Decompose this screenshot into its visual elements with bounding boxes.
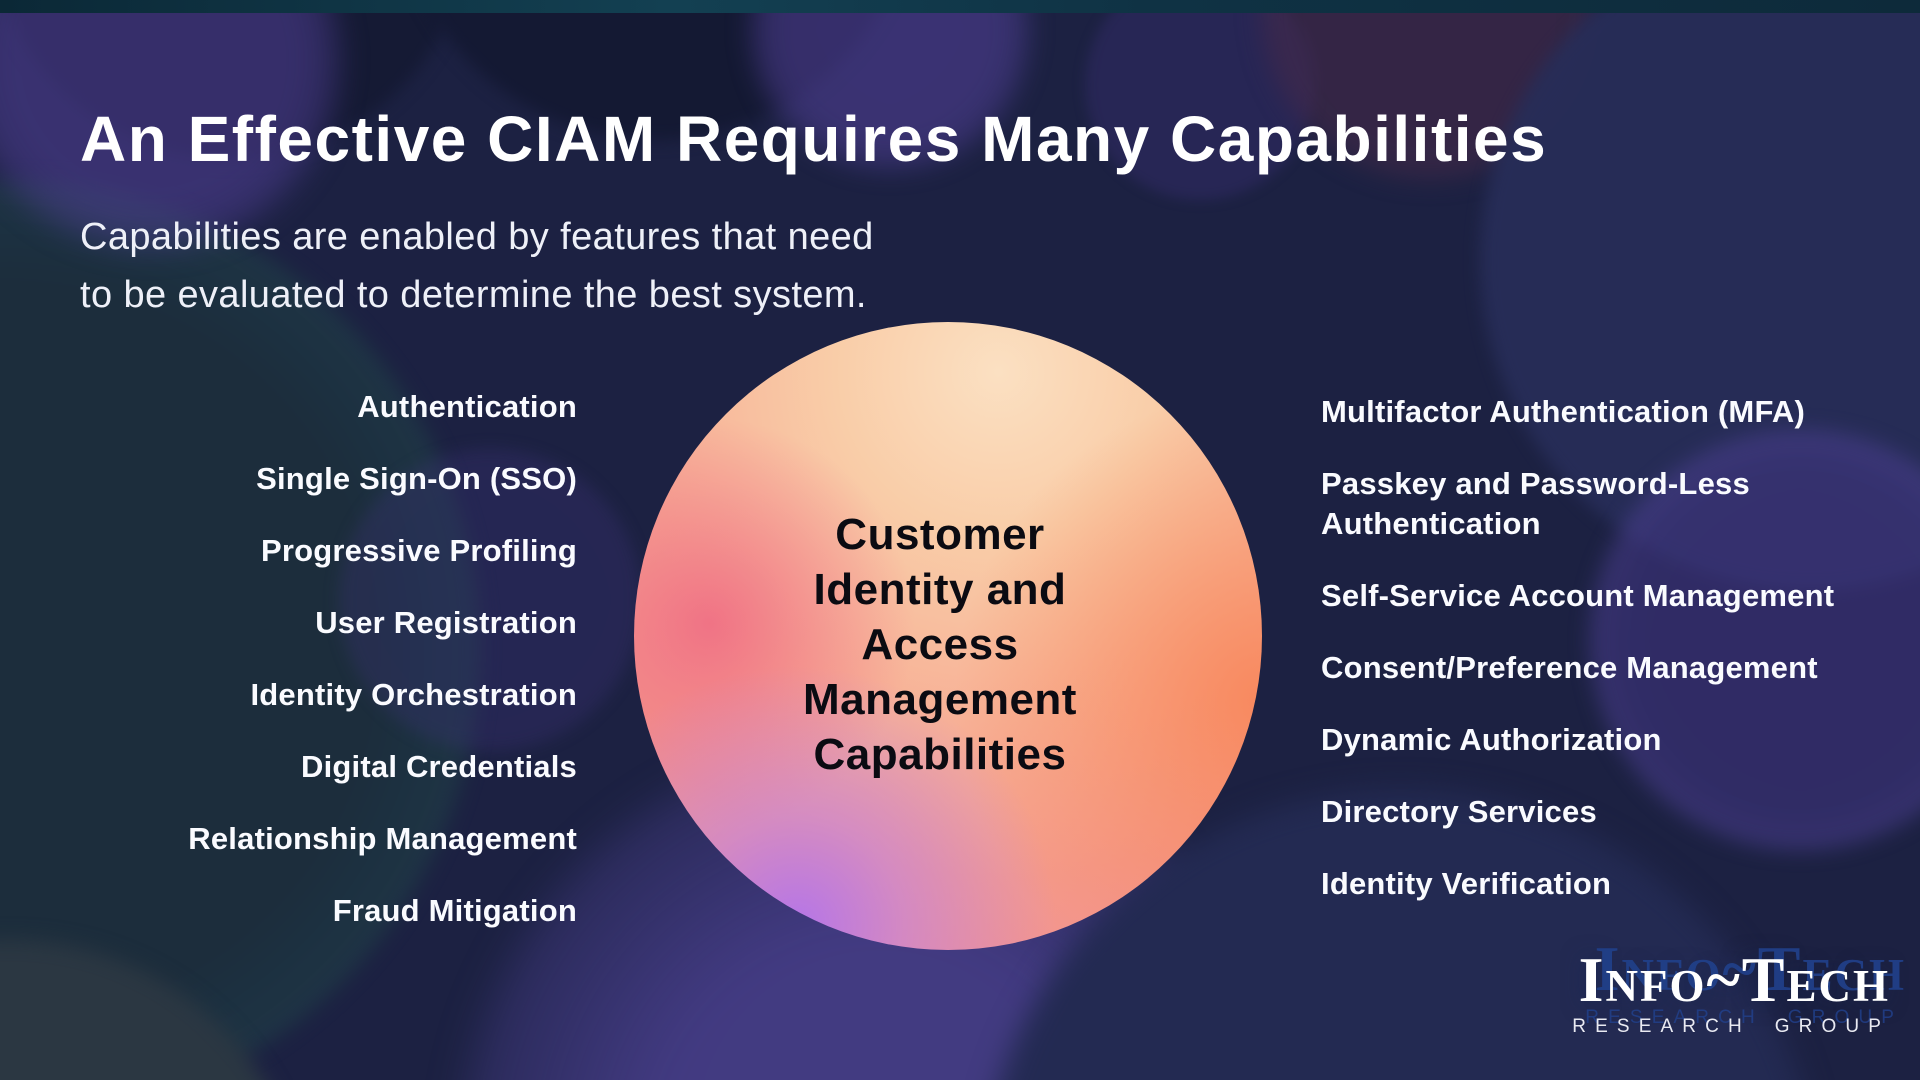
capability-item: Consent/Preference Management [1321, 650, 1818, 685]
capability-item: Single Sign-On (SSO) [256, 461, 577, 496]
capability-item: Authentication [357, 389, 577, 424]
capability-item: Digital Credentials [301, 749, 577, 784]
capability-item: Identity Verification [1321, 866, 1612, 901]
capability-item: Dynamic Authorization [1321, 722, 1662, 757]
capability-item: Identity Orchestration [250, 677, 577, 712]
sphere-label: Customer Identity and Access Management … [803, 509, 1077, 779]
capability-item: Multifactor Authentication (MFA) [1321, 394, 1805, 429]
logo-subtext: RESEARCH GROUP [1572, 1016, 1890, 1037]
capability-item: Fraud Mitigation [332, 893, 577, 928]
capability-item: Self-Service Account Management [1321, 578, 1835, 613]
capability-item: User Registration [315, 605, 577, 640]
top-accent-bar [0, 0, 1920, 13]
capability-item: Progressive Profiling [260, 533, 577, 568]
capability-item: Directory Services [1321, 794, 1597, 829]
infotech-logo: Info~Tech RESEARCH GROUP [1572, 948, 1890, 1038]
page-title: An Effective CIAM Requires Many Capabili… [80, 102, 1548, 175]
logo-wordmark: Info~Tech [1578, 944, 1890, 1015]
page-subtitle: Capabilities are enabled by features tha… [80, 216, 874, 316]
background-bubble [0, 940, 310, 1080]
capability-item: Relationship Management [188, 821, 577, 856]
capability-list-right: Multifactor Authentication (MFA) Passkey … [1321, 376, 1901, 920]
capability-item: Passkey and Password-Less Authentication [1321, 466, 1750, 541]
ciam-sphere: Customer Identity and Access Management … [634, 322, 1262, 950]
